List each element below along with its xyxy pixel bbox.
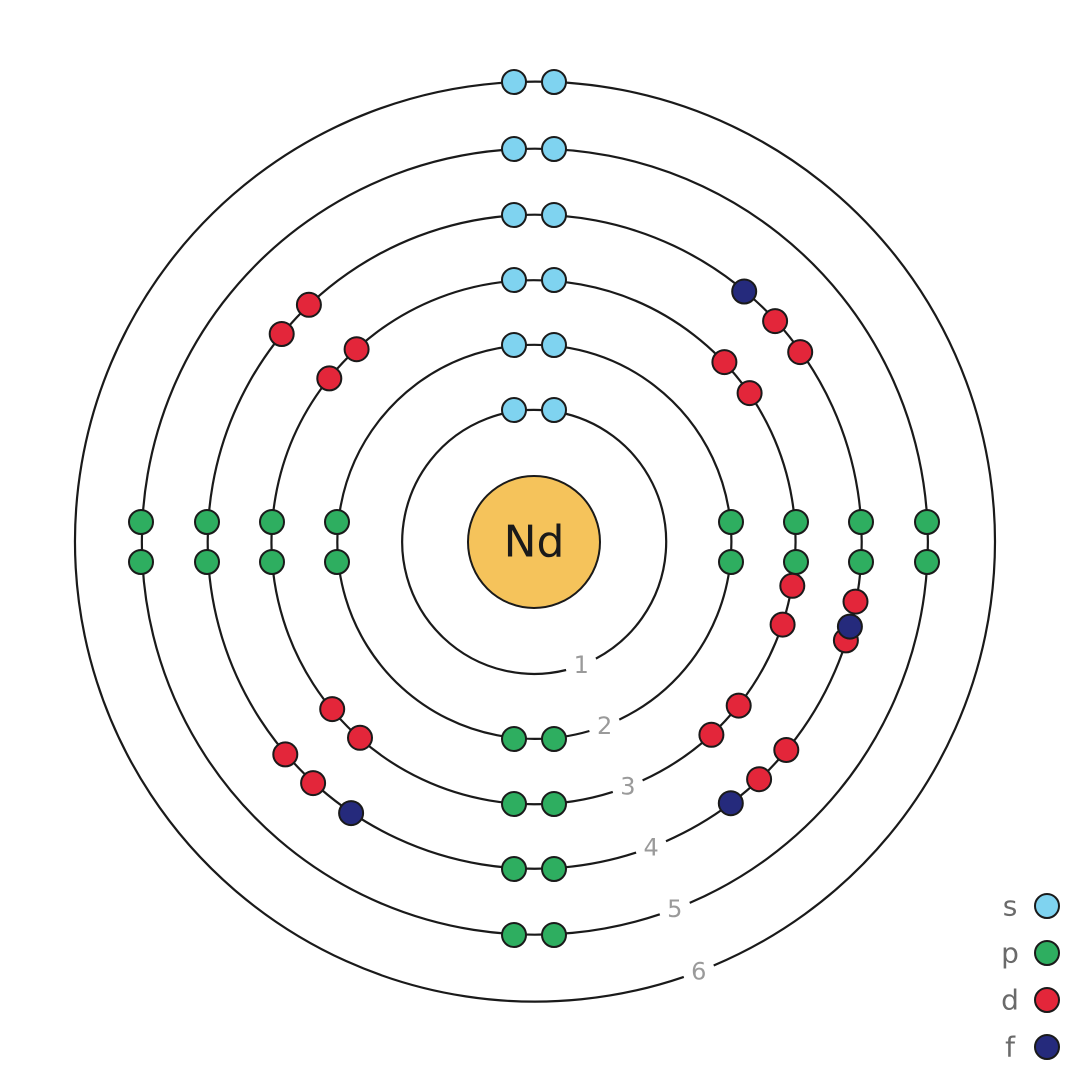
shell-5-orbit — [140, 147, 929, 936]
shell-4-p-electron — [194, 549, 220, 575]
legend-swatch-d — [1034, 987, 1060, 1013]
shell-5-s-electron — [501, 136, 527, 162]
shell-4-p-electron — [848, 549, 874, 575]
shell-3-p-electron — [259, 549, 285, 575]
shell-3-p-electron — [783, 509, 809, 535]
shell-3-p-electron — [541, 791, 567, 817]
shell-1-orbit — [401, 408, 668, 675]
shell-6-s-electron — [541, 69, 567, 95]
shell-4-p-electron — [848, 509, 874, 535]
shell-4-s-electron — [501, 202, 527, 228]
shell-3-d-electron — [698, 721, 725, 748]
shell-4-p-electron — [501, 856, 527, 882]
shell-3-p-electron — [783, 549, 809, 575]
nucleus: Nd — [467, 475, 601, 609]
shell-4-s-electron — [541, 202, 567, 228]
shell-5-p-electron — [128, 549, 154, 575]
shell-3-d-electron — [319, 696, 346, 723]
legend-label-f: f — [1005, 1031, 1016, 1064]
shell-4-d-electron — [842, 588, 869, 615]
shell-6-orbit — [73, 80, 997, 1003]
shell-5-p-electron — [914, 509, 940, 535]
shell-2-p-electron — [324, 549, 350, 575]
shell-1-s-electron — [541, 397, 567, 423]
shell-5-p-electron — [914, 549, 940, 575]
shell-5-p-electron — [128, 509, 154, 535]
shell-3-p-electron — [259, 509, 285, 535]
shell-3-d-electron — [769, 611, 796, 638]
shell-6-s-electron — [501, 69, 527, 95]
shell-4-d-electron — [272, 741, 299, 768]
shell-2-label: 2 — [597, 712, 612, 740]
shell-2-s-electron — [541, 332, 567, 358]
shell-2-p-electron — [324, 509, 350, 535]
shell-2-p-electron — [718, 549, 744, 575]
shell-4-p-electron — [541, 856, 567, 882]
shell-3-p-electron — [501, 791, 527, 817]
shell-1-label: 1 — [574, 651, 589, 679]
shell-4-f-electron — [731, 278, 758, 305]
shell-5-p-electron — [501, 922, 527, 948]
legend-swatch-p — [1034, 940, 1060, 966]
shell-2-s-electron — [501, 332, 527, 358]
shell-4-d-electron — [300, 770, 327, 797]
shell-2-p-electron — [718, 509, 744, 535]
legend-label-s: s — [1003, 890, 1018, 923]
shell-4-d-electron — [746, 766, 773, 793]
shell-4-d-electron — [773, 737, 800, 763]
shell-3-d-electron — [725, 692, 752, 719]
shell-4-d-electron — [268, 321, 295, 347]
shell-4-d-electron — [787, 339, 814, 366]
legend-label-d: d — [1001, 984, 1019, 1017]
shell-6-label: 6 — [691, 957, 706, 985]
shell-4-label: 4 — [644, 833, 659, 861]
shell-2-p-electron — [501, 726, 527, 752]
shell-1-s-electron — [501, 397, 527, 423]
shell-3-s-electron — [541, 267, 567, 293]
shell-3-d-electron — [347, 724, 373, 751]
shell-5-label: 5 — [667, 895, 682, 923]
shell-5-s-electron — [541, 136, 567, 162]
nucleus-circle — [467, 475, 601, 609]
shell-4-f-electron — [338, 800, 365, 827]
shell-4-d-electron — [762, 308, 789, 335]
shell-3-label: 3 — [620, 773, 635, 801]
shell-4-f-electron — [836, 613, 863, 640]
shell-5-p-electron — [541, 922, 567, 948]
shell-4-p-electron — [194, 509, 220, 535]
legend-label-p: p — [1001, 937, 1019, 970]
legend-swatch-f — [1034, 1034, 1060, 1060]
shell-4-d-electron — [295, 291, 322, 318]
legend-swatch-s — [1034, 893, 1060, 919]
shell-3-d-electron — [779, 572, 806, 599]
shell-3-d-electron — [711, 349, 738, 376]
electrons — [128, 69, 940, 948]
shell-3-s-electron — [501, 267, 527, 293]
shell-3-d-electron — [343, 336, 370, 363]
shell-3-d-electron — [736, 380, 763, 407]
shell-2-p-electron — [541, 726, 567, 752]
shell-4-f-electron — [717, 790, 744, 817]
shell-3-d-electron — [316, 365, 343, 392]
element-symbol: Nd — [504, 517, 565, 568]
